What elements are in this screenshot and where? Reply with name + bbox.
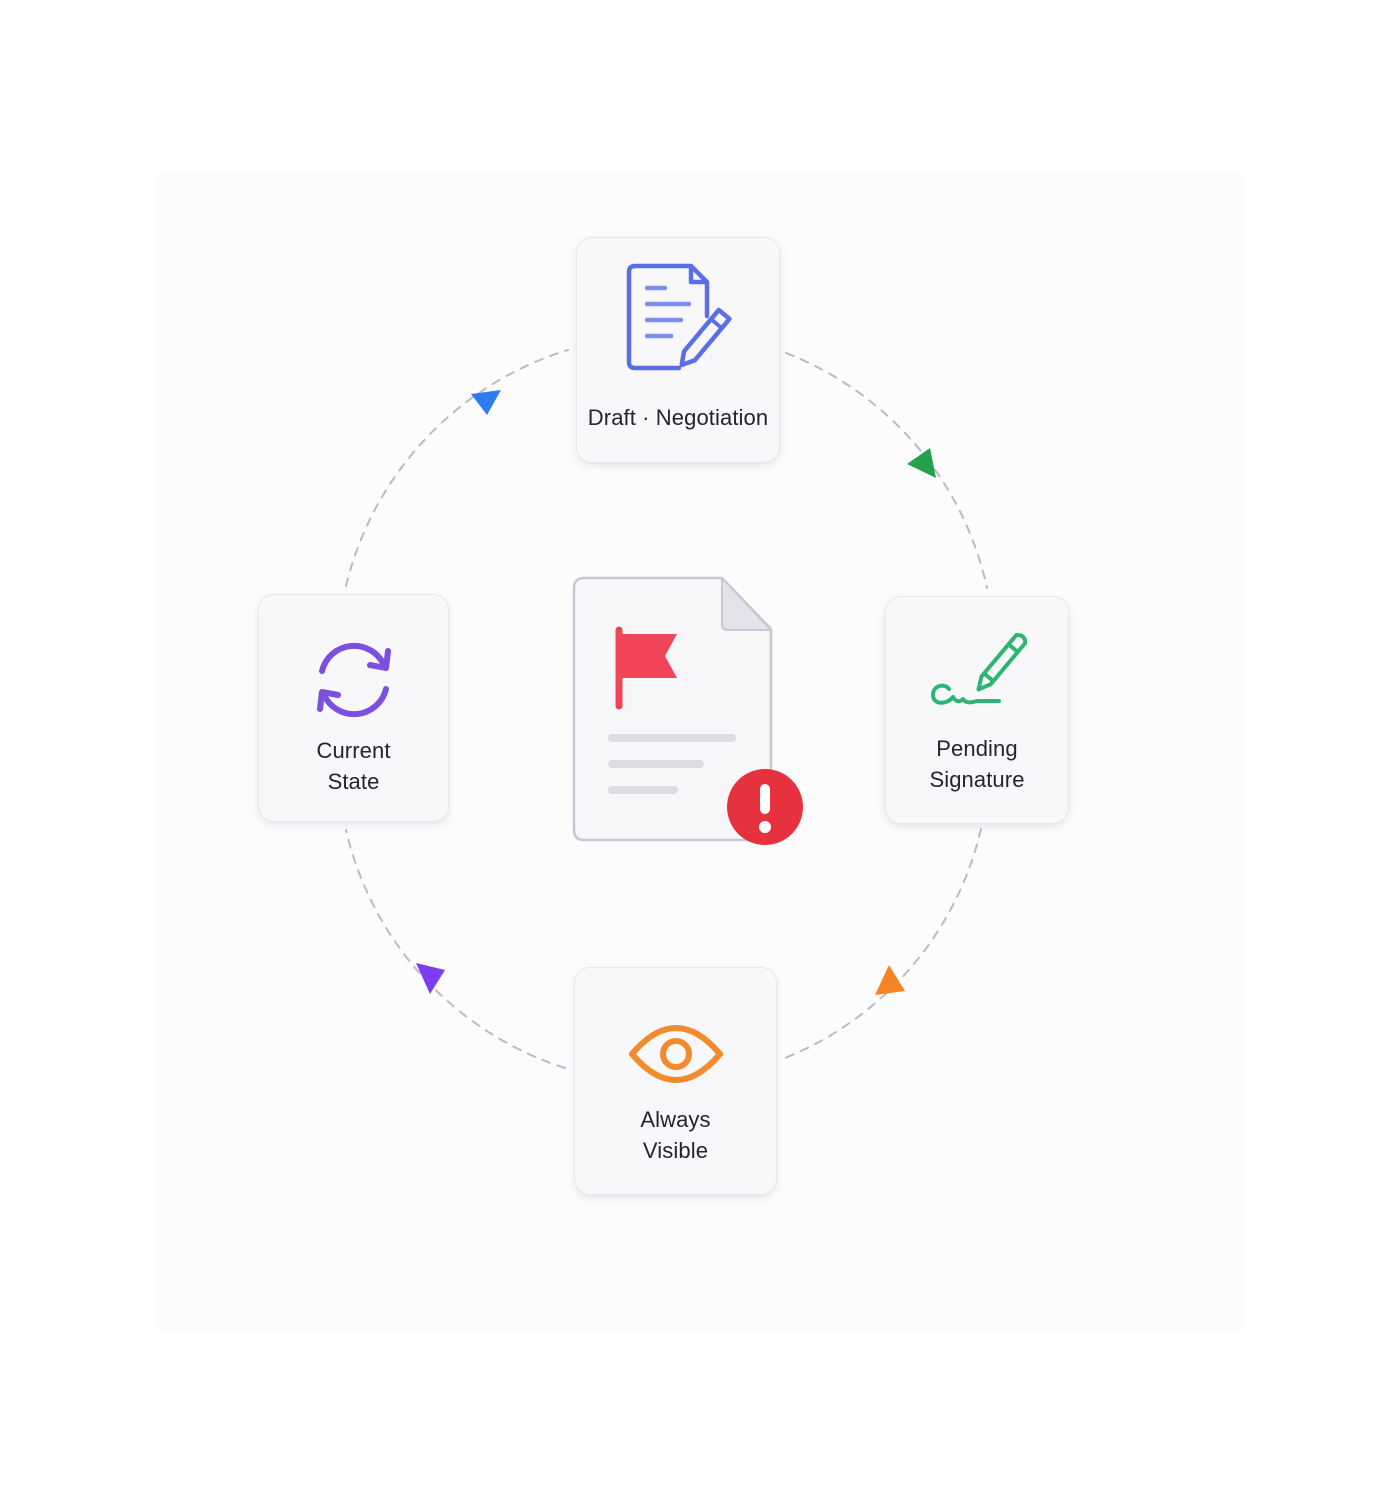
signature-pen-icon xyxy=(931,633,1027,705)
connector-bottom-left xyxy=(345,829,566,1069)
arrow-green xyxy=(907,448,936,478)
connector-top-right xyxy=(785,352,988,589)
alert-badge-icon xyxy=(727,769,803,845)
stage-label-visible-line2: Visible xyxy=(642,1138,709,1163)
stage-card-pending[interactable]: Pending Signature xyxy=(885,596,1069,824)
flag-icon xyxy=(615,626,677,710)
stage-label-current-line2: State xyxy=(327,769,380,794)
stage-label-visible-line1: Always xyxy=(640,1107,711,1132)
connector-top-left xyxy=(345,349,569,587)
refresh-icon xyxy=(316,642,391,718)
stage-card-visible[interactable]: Always Visible xyxy=(574,967,777,1195)
stage-label-pending-line1: Pending xyxy=(936,736,1018,761)
flagged-document-icon xyxy=(572,576,803,845)
arrow-purple xyxy=(416,963,445,994)
stage-label-visible: Always Visible xyxy=(640,1104,710,1166)
stage-label-pending-line2: Signature xyxy=(929,767,1025,792)
stage-card-current[interactable]: Current State xyxy=(258,594,449,822)
arrow-blue xyxy=(471,390,501,415)
arrow-orange xyxy=(875,965,905,995)
stage-label-draft-line1: Draft · Negotiation xyxy=(587,405,769,430)
connector-bottom-right xyxy=(784,828,982,1059)
stage-label-draft: Draft · Negotiation xyxy=(588,402,768,433)
stage-card-draft[interactable]: Draft · Negotiation xyxy=(576,237,780,463)
document-edit-icon xyxy=(626,263,732,371)
eye-icon xyxy=(628,1025,723,1083)
stage-label-current: Current State xyxy=(316,735,390,797)
stage-label-current-line1: Current xyxy=(316,738,391,763)
stage-label-pending: Pending Signature xyxy=(929,733,1024,795)
